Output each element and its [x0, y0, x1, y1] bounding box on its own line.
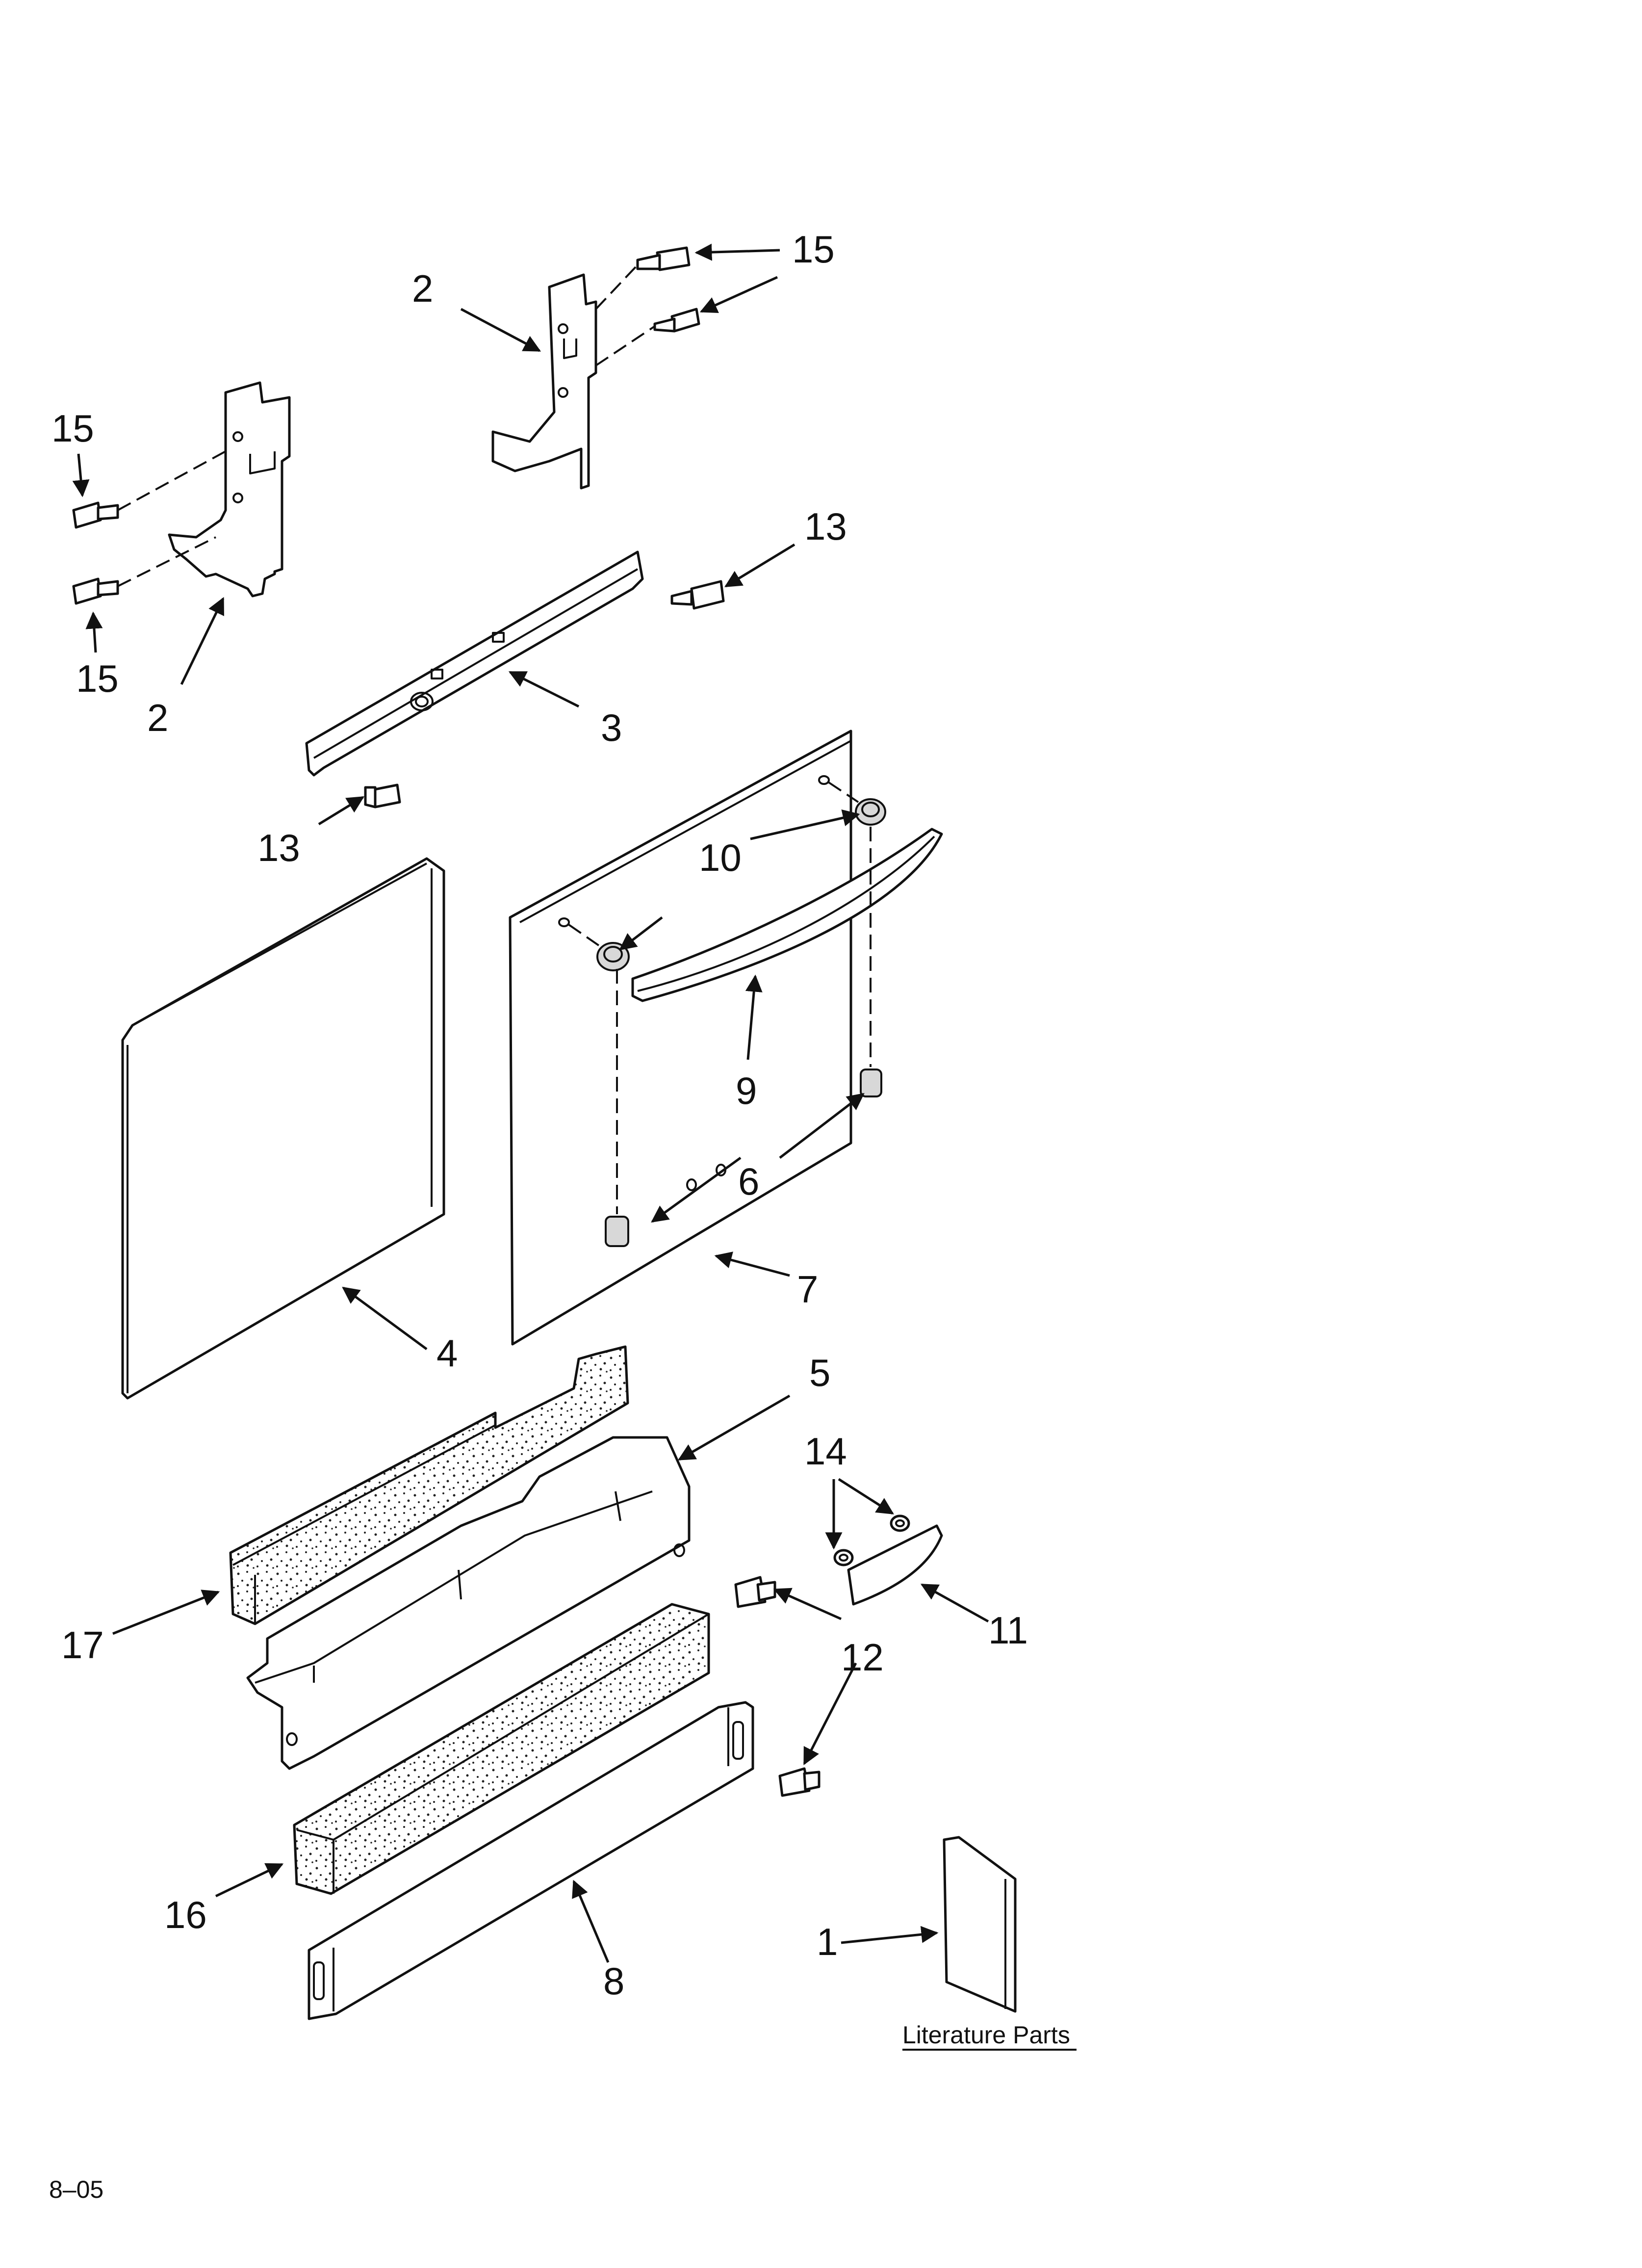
stud-6-left [605, 1216, 629, 1247]
left-bracket-part [168, 381, 291, 598]
callout-12: 12 [841, 1636, 884, 1679]
dash-line [595, 325, 656, 366]
screw-13-right [670, 580, 725, 610]
callout-15-top: 15 [792, 228, 835, 271]
literature-parts-label: Literature Parts [902, 2021, 1070, 2049]
bumper-part-11 [847, 1524, 943, 1606]
callout-2-top: 2 [412, 267, 433, 310]
screw-12-lower [778, 1767, 821, 1797]
callout-15-left-a: 15 [51, 407, 94, 450]
footer-revision-code: 8–05 [49, 2176, 103, 2203]
dash-line [117, 450, 226, 511]
callout-labels: 2 15 15 15 2 13 3 13 10 9 6 7 4 5 14 11 … [51, 228, 1028, 2003]
screw-12-upper [734, 1576, 776, 1608]
kickplate-bracket-part-5 [246, 1436, 691, 1770]
callout-10: 10 [699, 836, 742, 879]
dash-line [828, 782, 859, 803]
dash-line [595, 264, 639, 310]
callout-5: 5 [809, 1351, 830, 1394]
callout-16: 16 [164, 1893, 207, 1936]
kickplate-part-8 [308, 1701, 754, 2020]
top-bracket-part [491, 273, 597, 490]
callout-13-left: 13 [257, 826, 300, 869]
callout-6: 6 [738, 1160, 759, 1203]
foam-block-part-16 [293, 1603, 710, 1895]
door-handle-part-9 [631, 828, 943, 1002]
screw-15-top-b [653, 308, 700, 333]
callout-15-left-b: 15 [76, 657, 119, 700]
stud-6-right [860, 1069, 882, 1097]
callout-8: 8 [603, 1959, 624, 2003]
callout-4: 4 [436, 1331, 458, 1375]
dash-line [117, 536, 216, 587]
inner-panel-part-4 [121, 857, 445, 1400]
callout-3: 3 [601, 706, 622, 749]
dash-line [568, 924, 602, 948]
foam-strip-part-17 [229, 1345, 629, 1625]
callout-2-left: 2 [147, 696, 168, 739]
callout-1: 1 [817, 1920, 838, 1963]
handle-mount-10-right [855, 798, 886, 826]
callout-7: 7 [797, 1268, 818, 1311]
rail-part-3 [305, 550, 644, 777]
leader-lines [72, 243, 989, 1963]
literature-booklet-part-1 [943, 1836, 1017, 2013]
screw-15-top-a [636, 246, 691, 271]
screw-15-left-b [72, 577, 119, 605]
nut-14-a [890, 1514, 910, 1532]
callout-14: 14 [804, 1430, 847, 1473]
callout-9: 9 [736, 1069, 757, 1112]
door-panel-part-7 [509, 730, 852, 1346]
nut-14-b [833, 1549, 854, 1566]
callout-13-right: 13 [804, 505, 847, 548]
callout-11: 11 [988, 1609, 1028, 1652]
screw-13-left [364, 783, 401, 808]
screw-15-left-a [72, 501, 119, 529]
callout-17: 17 [61, 1623, 104, 1667]
